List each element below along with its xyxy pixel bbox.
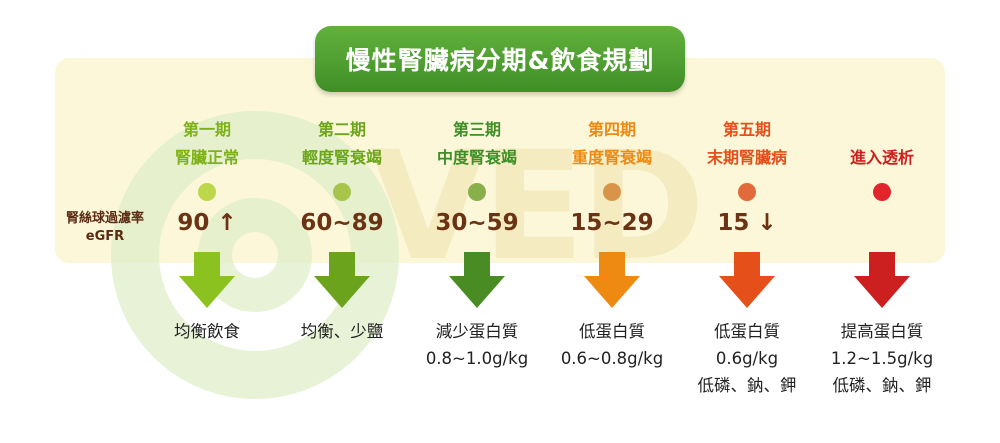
- diet-plan-4: 低蛋白質 0.6~0.8g/kg: [532, 318, 692, 372]
- down-arrow-icon: [447, 252, 507, 312]
- diet-line: 0.8~1.0g/kg: [425, 349, 529, 368]
- diet-line: 減少蛋白質: [435, 322, 519, 341]
- stage-header-3: 第三期中度腎衰竭: [397, 116, 557, 172]
- stage-desc: 末期腎臟病: [706, 148, 787, 167]
- egfr-value-4: 15~29: [570, 210, 654, 236]
- down-arrow-icon: [177, 252, 237, 312]
- page-title: 慢性腎臟病分期&飲食規劃: [315, 26, 685, 92]
- stage-header-6: 進入透析: [802, 144, 962, 172]
- stage-header-4: 第四期重度腎衰竭: [532, 116, 692, 172]
- timeline-dot-5: [738, 183, 756, 201]
- diet-line: 0.6~0.8g/kg: [560, 349, 664, 368]
- stage-name: 第五期: [722, 120, 771, 139]
- stage-header-5: 第五期末期腎臟病: [667, 116, 827, 172]
- egfr-value-2: 60~89: [300, 210, 384, 236]
- stage-desc: 中度腎衰竭: [436, 148, 517, 167]
- diet-line: 低磷、鈉、鉀: [697, 376, 797, 395]
- watermark-text: VED: [370, 120, 705, 294]
- stage-desc: 輕度腎衰竭: [301, 148, 382, 167]
- stage-desc: 重度腎衰竭: [571, 148, 652, 167]
- down-arrow-icon: [582, 252, 642, 312]
- stage-name: 第一期: [182, 120, 231, 139]
- stage-desc: 腎臟正常: [174, 148, 239, 167]
- down-arrow-icon: [717, 252, 777, 312]
- timeline-dot-4: [603, 183, 621, 201]
- diet-line: 低蛋白質: [579, 322, 645, 341]
- diet-line: 均衡、少鹽: [300, 322, 384, 341]
- egfr-value-3: 30~59: [435, 210, 519, 236]
- diet-plan-1: 均衡飲食: [127, 318, 287, 345]
- stage-name: 第二期: [317, 120, 366, 139]
- egfr-label-line1: 腎絲球過濾率: [65, 211, 144, 226]
- egfr-axis-label: 腎絲球過濾率 eGFR: [55, 210, 155, 246]
- stage-header-1: 第一期腎臟正常: [127, 116, 287, 172]
- egfr-label-line2: eGFR: [85, 229, 125, 244]
- down-arrow-icon: [312, 252, 372, 312]
- diet-plan-5: 低蛋白質 0.6g/kg 低磷、鈉、鉀: [667, 318, 827, 399]
- timeline-dot-1: [198, 183, 216, 201]
- egfr-value-5: 15 ↓: [717, 210, 777, 236]
- diet-line: 低磷、鈉、鉀: [832, 376, 932, 395]
- timeline-dot-2: [333, 183, 351, 201]
- diet-plan-6: 提高蛋白質 1.2~1.5g/kg 低磷、鈉、鉀: [802, 318, 962, 399]
- diet-plan-2: 均衡、少鹽: [262, 318, 422, 345]
- stage-desc: 進入透析: [849, 148, 914, 167]
- diet-line: 提高蛋白質: [840, 322, 924, 341]
- diet-plan-3: 減少蛋白質 0.8~1.0g/kg: [397, 318, 557, 372]
- diet-line: 1.2~1.5g/kg: [830, 349, 934, 368]
- stage-name: 第三期: [452, 120, 501, 139]
- stage-name: 第四期: [587, 120, 636, 139]
- stage-header-2: 第二期輕度腎衰竭: [262, 116, 422, 172]
- timeline-dot-3: [468, 183, 486, 201]
- down-arrow-icon: [852, 252, 912, 312]
- timeline-dot-6: [873, 183, 891, 201]
- egfr-value-1: 90 ↑: [177, 210, 237, 236]
- diet-line: 低蛋白質: [714, 322, 780, 341]
- diet-line: 0.6g/kg: [715, 349, 779, 368]
- diet-line: 均衡飲食: [174, 322, 240, 341]
